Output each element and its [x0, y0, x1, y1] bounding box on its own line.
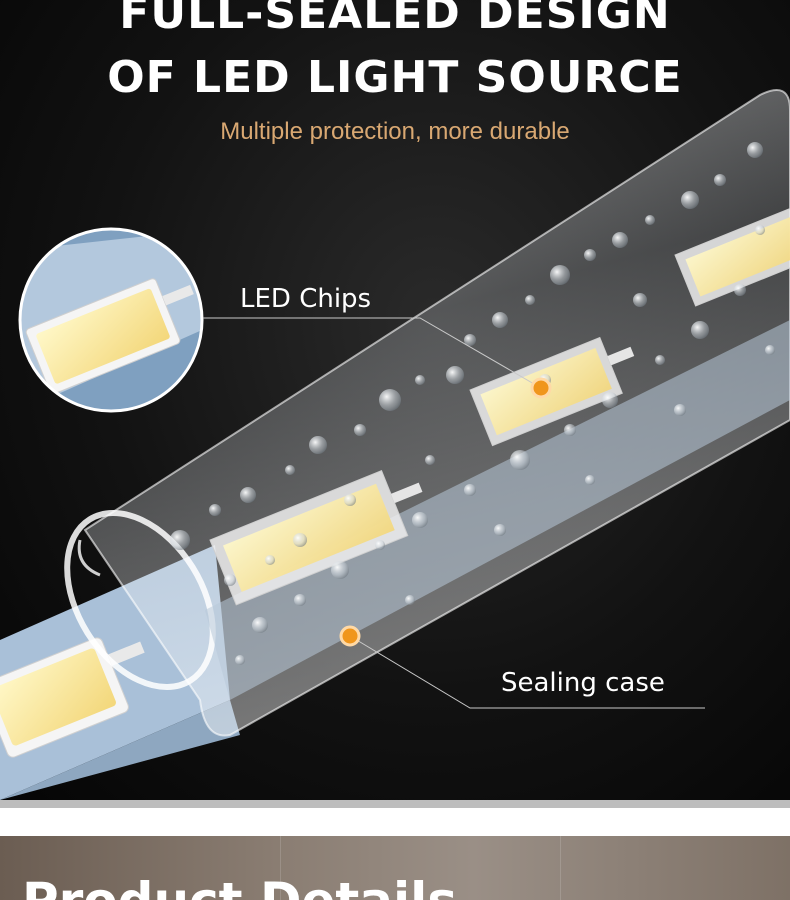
sealing-case-marker	[339, 625, 361, 647]
hero-subtitle: Multiple protection, more durable	[220, 118, 570, 145]
hero-section: FULL-SEALED DESIGN OF LED LIGHT SOURCE M…	[0, 0, 790, 800]
sealing-case-label: Sealing case	[501, 668, 665, 698]
product-details-banner: Product Details	[0, 836, 790, 900]
hero-title-line-2: OF LED LIGHT SOURCE	[107, 52, 683, 103]
product-details-title: Product Details	[22, 872, 457, 900]
led-chip-inner-1	[209, 470, 423, 606]
sealing-case-callout-line	[349, 635, 705, 709]
led-chips-marker	[530, 377, 552, 399]
led-chip-outer	[0, 637, 145, 758]
led-chip-inner-3	[674, 201, 790, 307]
led-strip-illustration	[0, 89, 790, 800]
section-gap	[0, 808, 790, 836]
led-chips-label: LED Chips	[240, 284, 372, 314]
tube-opening	[64, 509, 216, 691]
led-chip-zoom	[20, 229, 202, 411]
section-divider	[0, 800, 790, 808]
hero-title-line-1: FULL-SEALED DESIGN	[119, 0, 671, 39]
water-droplets	[170, 142, 775, 665]
led-chips-callout-line	[203, 317, 542, 389]
